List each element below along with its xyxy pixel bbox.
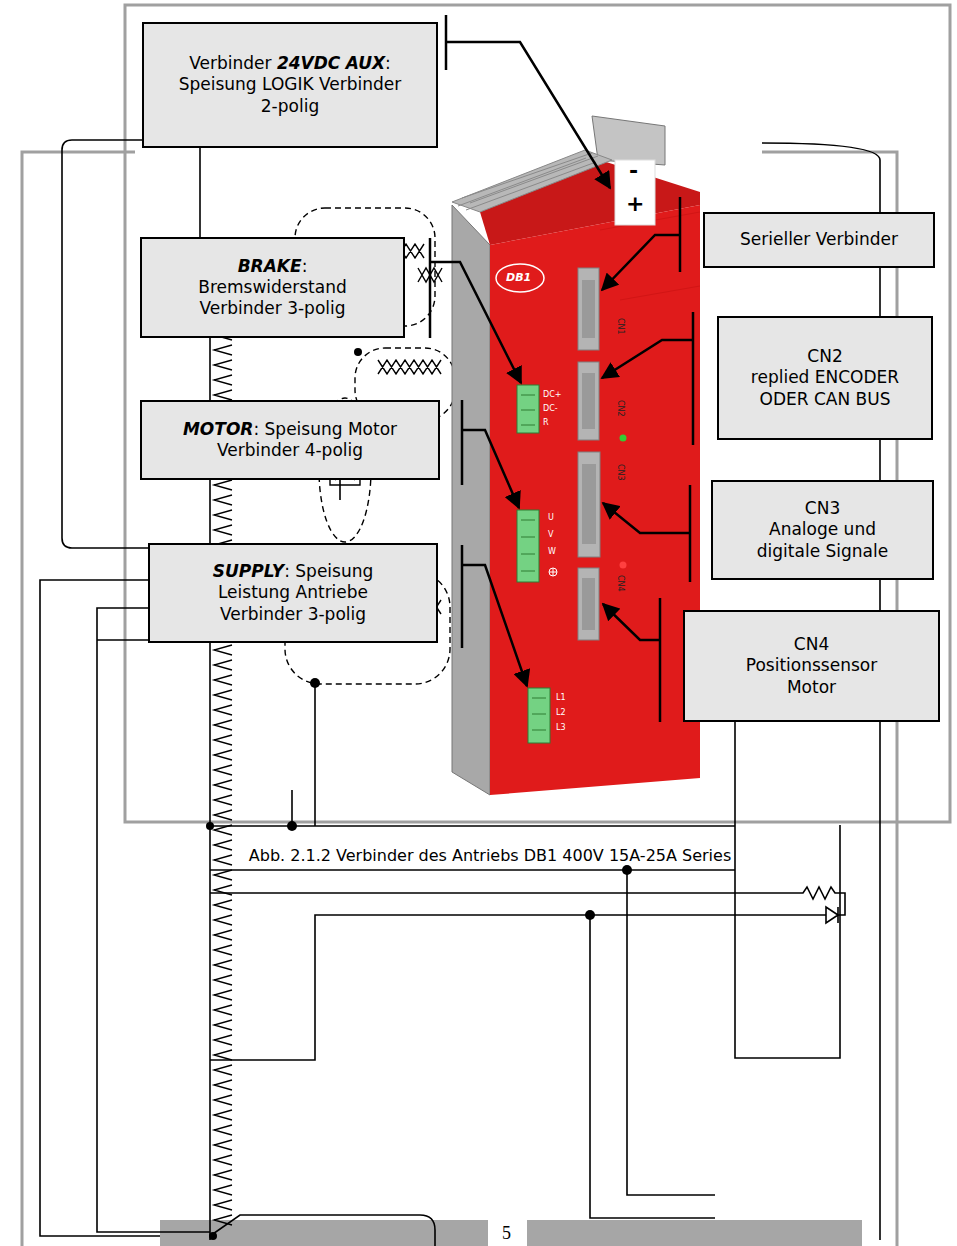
page-frame <box>22 5 950 1246</box>
terminal-label: CN3 <box>616 464 624 481</box>
leader-line <box>430 15 693 722</box>
terminal-label: V <box>548 531 553 539</box>
figure-caption: Abb. 2.1.2 Verbinder des Antriebs DB1 40… <box>246 846 734 865</box>
callout-box: Serieller Verbinder <box>703 212 935 268</box>
footer-bar <box>527 1220 862 1246</box>
callout-text: Serieller Verbinder <box>740 229 898 250</box>
terminal-label: CN4 <box>616 575 624 592</box>
drive-illustration <box>452 116 700 795</box>
callout-box: CN2replied ENCODER ODER CAN BUS <box>717 316 933 440</box>
callout-box: MOTOR: Speisung Motor Verbinder 4-polig <box>140 400 440 480</box>
callout-box: BRAKE: Bremswiderstand Verbinder 3-polig <box>140 237 405 338</box>
terminal-label: DC+ <box>543 391 561 399</box>
terminal-label: DB1 <box>506 272 531 283</box>
terminal-label: CN2 <box>616 400 624 417</box>
page-number: 5 <box>502 1224 511 1242</box>
callout-heading: CN4 <box>794 634 829 655</box>
terminal-label: R <box>543 419 549 427</box>
callout-box: CN3Analoge und digitale Signale <box>711 480 934 580</box>
terminal-label: W <box>548 548 556 556</box>
callout-text: SUPPLY: Speisung Leistung Antriebe Verbi… <box>178 561 408 625</box>
callout-heading: CN2 <box>807 346 842 367</box>
terminal-label: DC- <box>543 405 558 413</box>
callout-text: Positionssensor Motor <box>725 655 898 698</box>
callout-heading: CN3 <box>805 498 840 519</box>
callout-box: CN4Positionssensor Motor <box>683 610 940 722</box>
callout-text: MOTOR: Speisung Motor Verbinder 4-polig <box>160 419 420 462</box>
callout-text: Analoge und digitale Signale <box>738 519 907 562</box>
terminal-label: + <box>626 193 644 215</box>
callout-text: BRAKE: Bremswiderstand Verbinder 3-polig <box>182 256 363 320</box>
figure-caption-row: Abb. 2.1.2 Verbinder des Antriebs DB1 40… <box>120 846 860 866</box>
callout-text: replied ENCODER ODER CAN BUS <box>727 367 923 410</box>
callout-text: Verbinder 24VDC AUX: Speisung LOGIK Verb… <box>174 53 406 117</box>
terminal-label: L3 <box>556 724 566 732</box>
terminal-label: L2 <box>556 709 566 717</box>
terminal-label: L1 <box>556 694 566 702</box>
terminal-label: - <box>629 160 638 182</box>
terminal-label: U <box>548 514 554 522</box>
callout-box: Verbinder 24VDC AUX: Speisung LOGIK Verb… <box>142 22 438 148</box>
callout-box: SUPPLY: Speisung Leistung Antriebe Verbi… <box>148 543 438 643</box>
terminal-label: CN1 <box>616 318 624 335</box>
